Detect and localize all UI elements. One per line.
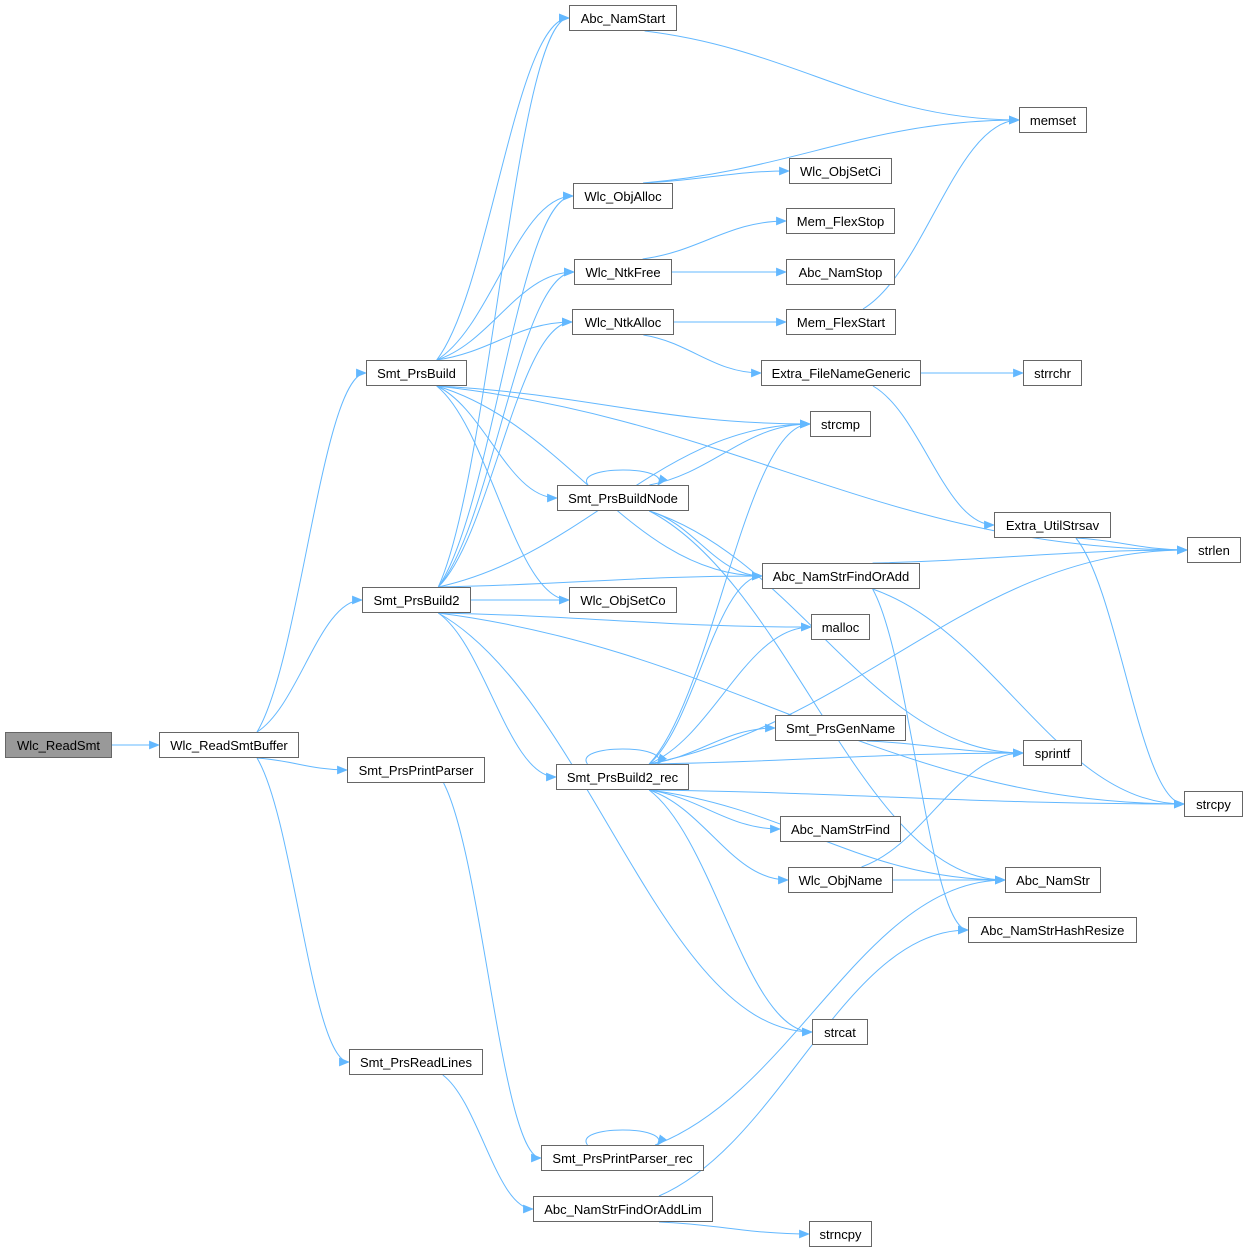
node-wlc-readsmt[interactable]: Wlc_ReadSmt (5, 732, 112, 758)
edge-smt-prsbuild2-to-malloc (438, 612, 813, 632)
node-mem-flexstop[interactable]: Mem_FlexStop (786, 208, 895, 234)
edge-wlc-readsmtbuffer-to-smt-prsbuild2 (256, 595, 364, 733)
edge-smt-prsbuild2-rec-to-strcat (648, 789, 814, 1037)
node-smt-prsprintparser[interactable]: Smt_PrsPrintParser (347, 757, 485, 783)
edge-smt-prsbuild-to-strcmp (436, 385, 812, 429)
edge-smt-prsprintparser-rec-to-smt-prsprintparser-rec (585, 1129, 667, 1146)
node-smt-prsbuild2[interactable]: Smt_PrsBuild2 (362, 587, 471, 613)
node-abc-namstrhashresize[interactable]: Abc_NamStrHashResize (968, 917, 1137, 943)
edge-smt-prsreadlines-to-abc-namstrfindoraddlim (442, 1074, 535, 1214)
edge-smt-prsbuildnode-to-abc-namstrfindoradd (649, 510, 764, 581)
node-abc-namstrfindoraddlim[interactable]: Abc_NamStrFindOrAddLim (533, 1196, 713, 1222)
node-abc-namstr[interactable]: Abc_NamStr (1005, 867, 1101, 893)
edge-smt-prsbuildnode-to-smt-prsbuildnode (585, 469, 668, 486)
edge-wlc-readsmtbuffer-to-smt-prsbuild (256, 368, 368, 733)
node-wlc-ntkalloc[interactable]: Wlc_NtkAlloc (572, 309, 674, 335)
node-strcmp[interactable]: strcmp (810, 411, 871, 437)
edge-extra-filenamegeneric-to-extra-utilstrsav (872, 385, 996, 530)
node-smt-prsgenname[interactable]: Smt_PrsGenName (775, 715, 906, 741)
edge-smt-prsbuild2-to-strcat (438, 612, 814, 1037)
edge-smt-prsbuild2-rec-to-wlc-objname (648, 789, 790, 885)
edge-smt-prsbuild2-rec-to-strcpy (649, 789, 1186, 809)
edge-smt-prsbuild-to-smt-prsbuildnode (436, 385, 559, 503)
edge-smt-prsbuild2-rec-to-malloc (648, 622, 813, 765)
node-smt-prsreadlines[interactable]: Smt_PrsReadLines (349, 1049, 483, 1075)
node-wlc-objalloc[interactable]: Wlc_ObjAlloc (573, 183, 673, 209)
edge-abc-namstrfindoraddlim-to-abc-namstrhashresize (658, 925, 970, 1197)
edge-wlc-objalloc-to-wlc-objsetci (642, 166, 791, 184)
edge-smt-prsbuildnode-to-strcmp (649, 419, 812, 486)
node-strrchr[interactable]: strrchr (1023, 360, 1082, 386)
node-memset[interactable]: memset (1019, 107, 1087, 133)
node-abc-namstop[interactable]: Abc_NamStop (786, 259, 895, 285)
edge-wlc-objname-to-sprintf (861, 748, 1025, 868)
edge-smt-prsbuild2-to-wlc-objalloc (437, 191, 575, 588)
edge-smt-prsprintparser-to-smt-prsprintparser-rec (443, 782, 543, 1163)
edge-smt-prsbuild-to-wlc-ntkalloc (436, 317, 574, 361)
edge-smt-prsbuild-to-abc-namstart (436, 13, 571, 361)
edge-abc-namstart-to-memset (644, 30, 1021, 125)
node-mem-flexstart[interactable]: Mem_FlexStart (786, 309, 896, 335)
edge-smt-prsbuild2-rec-to-strlen (649, 545, 1189, 765)
node-wlc-objname[interactable]: Wlc_ObjName (788, 867, 893, 893)
edge-abc-namstrfindoraddlim-to-strncpy (658, 1221, 811, 1239)
edge-smt-prsbuild-to-abc-namstrfindoradd (436, 385, 764, 581)
edge-extra-utilstrsav-to-strcpy (1075, 537, 1186, 809)
node-strcat[interactable]: strcat (812, 1019, 868, 1045)
edge-smt-prsbuild2-to-abc-namstart (437, 13, 571, 588)
edge-smt-prsbuild-to-wlc-objsetco (436, 385, 571, 605)
edge-smt-prsbuild2-rec-to-sprintf (649, 748, 1025, 765)
edge-smt-prsbuild2-to-strcpy (438, 612, 1186, 809)
edge-smt-prsbuild-to-strlen (436, 385, 1189, 555)
node-wlc-ntkfree[interactable]: Wlc_NtkFree (574, 259, 672, 285)
edge-mem-flexstart-to-memset (862, 115, 1021, 310)
edge-wlc-readsmtbuffer-to-smt-prsreadlines (256, 757, 351, 1067)
edge-smt-prsbuild2-to-smt-prsbuild2-rec (438, 612, 558, 782)
edge-smt-prsbuild-to-wlc-ntkfree (436, 267, 576, 361)
node-malloc[interactable]: malloc (811, 614, 870, 640)
edge-abc-namstrfindoradd-to-strcpy (872, 588, 1186, 809)
node-wlc-objsetco[interactable]: Wlc_ObjSetCo (569, 587, 677, 613)
edge-wlc-ntkalloc-to-extra-filenamegeneric (643, 334, 763, 378)
node-smt-prsbuild[interactable]: Smt_PrsBuild (366, 360, 467, 386)
edge-smt-prsgenname-to-sprintf (866, 740, 1025, 758)
edge-abc-namstrfindoradd-to-strlen (872, 545, 1189, 564)
node-smt-prsbuild2-rec[interactable]: Smt_PrsBuild2_rec (556, 764, 689, 790)
node-abc-namstrfindoradd[interactable]: Abc_NamStrFindOrAdd (762, 563, 920, 589)
node-strlen[interactable]: strlen (1187, 537, 1241, 563)
edge-smt-prsbuildnode-to-sprintf (649, 510, 1025, 758)
edge-smt-prsbuild2-rec-to-abc-namstrfind (649, 789, 782, 834)
node-extra-utilstrsav[interactable]: Extra_UtilStrsav (994, 512, 1111, 538)
edge-smt-prsprintparser-rec-to-abc-namstr (654, 875, 1007, 1146)
node-strncpy[interactable]: strncpy (809, 1221, 872, 1247)
node-sprintf[interactable]: sprintf (1023, 740, 1082, 766)
node-extra-filenamegeneric[interactable]: Extra_FileNameGeneric (761, 360, 921, 386)
node-smt-prsbuildnode[interactable]: Smt_PrsBuildNode (557, 485, 689, 511)
node-abc-namstart[interactable]: Abc_NamStart (569, 5, 677, 31)
node-strcpy[interactable]: strcpy (1184, 791, 1243, 817)
edge-smt-prsbuild2-to-wlc-ntkalloc (437, 317, 574, 588)
edge-wlc-objalloc-to-memset (642, 115, 1021, 184)
node-wlc-readsmtbuffer[interactable]: Wlc_ReadSmtBuffer (159, 732, 299, 758)
edge-smt-prsbuild2-rec-to-strcmp (648, 419, 812, 765)
edge-abc-namstrfindoradd-to-abc-namstrhashresize (872, 588, 970, 935)
edge-smt-prsbuild2-to-abc-namstrfindoradd (438, 571, 764, 588)
edge-wlc-readsmtbuffer-to-smt-prsprintparser (256, 757, 349, 775)
edge-wlc-ntkfree-to-mem-flexstop (642, 216, 788, 260)
edge-smt-prsbuild-to-wlc-objalloc (436, 191, 575, 361)
edge-smt-prsbuild2-rec-to-smt-prsbuild2-rec (585, 748, 667, 765)
edge-smt-prsbuild2-rec-to-abc-namstrfindoradd (648, 571, 764, 765)
node-abc-namstrfind[interactable]: Abc_NamStrFind (780, 816, 901, 842)
edge-smt-prsbuild2-rec-to-smt-prsgenname (649, 723, 777, 765)
edge-smt-prsbuild2-to-wlc-ntkfree (437, 267, 576, 588)
node-wlc-objsetci[interactable]: Wlc_ObjSetCi (789, 158, 892, 184)
node-smt-prsprintparser-rec[interactable]: Smt_PrsPrintParser_rec (541, 1145, 704, 1171)
